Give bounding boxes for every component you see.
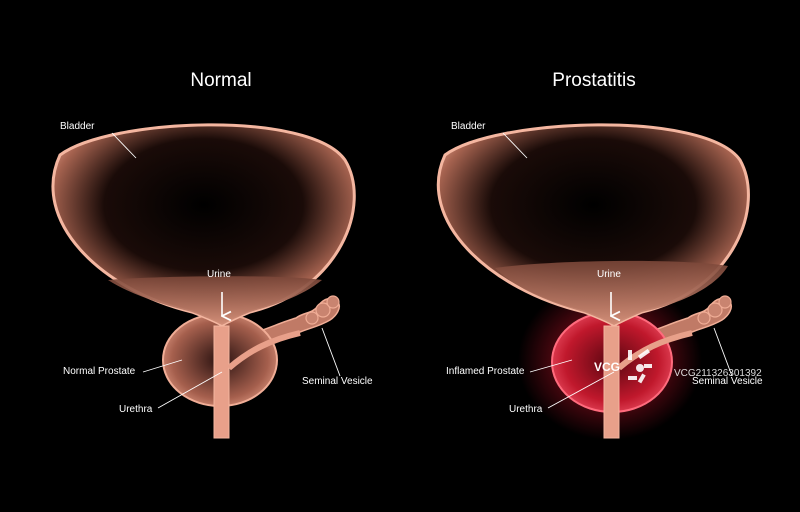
label-prostate-normal: Normal Prostate [63, 366, 136, 377]
label-prostate-prostatitis: Inflamed Prostate [446, 366, 525, 377]
panel-title-normal: Normal [190, 70, 252, 91]
label-urine-normal: Urine [207, 269, 231, 280]
watermark-logo-mark [628, 348, 652, 384]
panel-title-prostatitis: Prostatitis [552, 70, 636, 91]
normal-anatomy [51, 123, 356, 439]
label-urethra-normal: Urethra [119, 404, 153, 415]
label-urine-prostatitis: Urine [597, 269, 621, 280]
label-urethra-prostatitis: Urethra [509, 404, 543, 415]
watermark-logo-text: VCG [594, 360, 621, 374]
label-seminal-vesicle-normal: Seminal Vesicle [302, 376, 373, 387]
urine-left [108, 276, 322, 325]
label-seminal-vesicle-prostatitis: Seminal Vesicle [692, 376, 763, 387]
label-bladder-prostatitis: Bladder [451, 121, 486, 132]
label-bladder-normal: Bladder [60, 121, 95, 132]
watermark-id: VCG211326301392 [674, 368, 762, 379]
urethra-left [213, 325, 230, 439]
prostatitis-anatomy [436, 123, 750, 440]
urethra-right [603, 325, 620, 439]
